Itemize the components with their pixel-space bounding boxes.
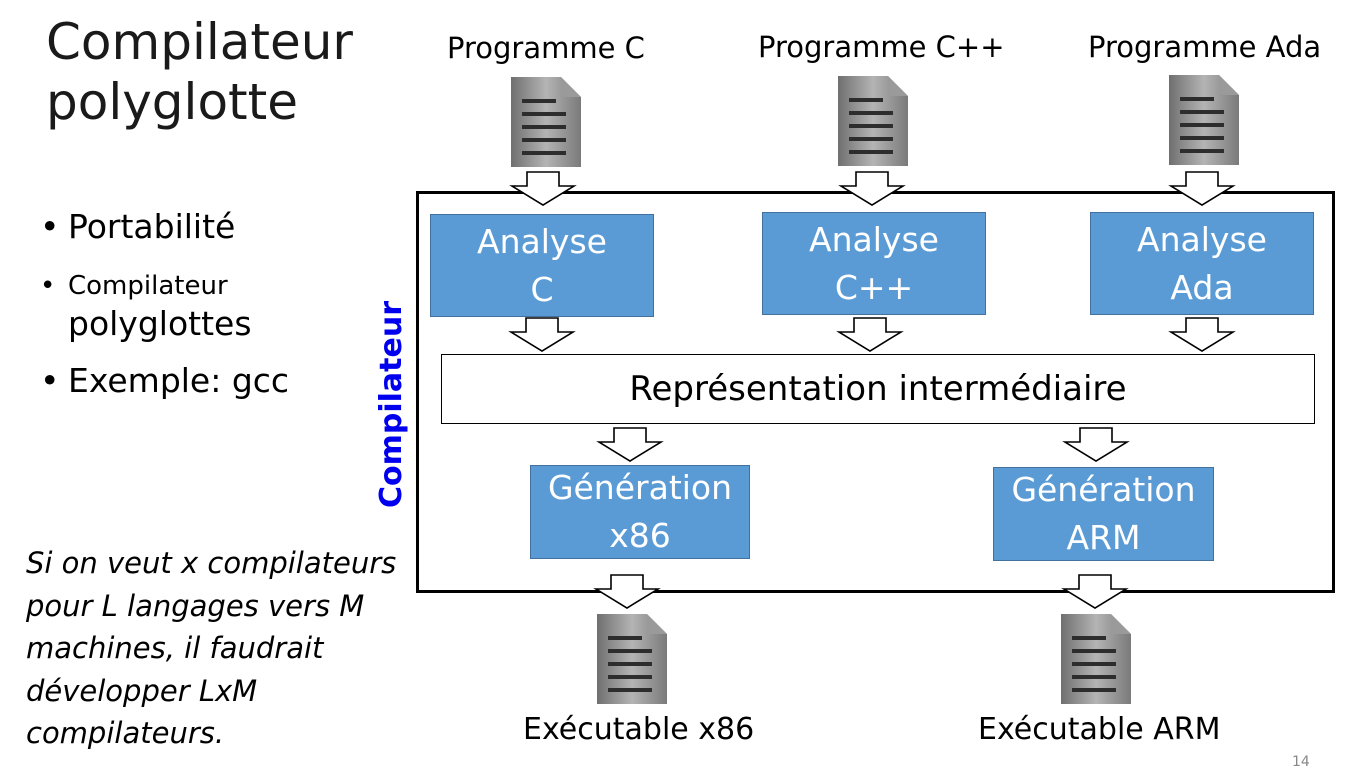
box-line: C++ <box>834 267 914 307</box>
arrow-down-icon <box>510 317 574 352</box>
arrow-down-icon <box>1170 317 1234 352</box>
arrow-down-icon <box>840 171 904 206</box>
box-line: Génération <box>547 468 733 507</box>
bullet-list: Portabilité Compilateur polyglottes Exem… <box>40 205 289 403</box>
front-end-c-box: Analyse C <box>430 214 654 317</box>
slide-title: Compilateur polyglotte <box>46 12 353 132</box>
back-end-x86-box: Génération x86 <box>530 465 750 559</box>
title-line-1: Compilateur <box>46 13 353 71</box>
back-end-arm-box: Génération ARM <box>993 467 1214 561</box>
bullet-text: Portabilité <box>68 207 236 246</box>
document-icon <box>511 77 581 167</box>
document-icon <box>597 614 667 704</box>
input-label-cpp: Programme C++ <box>758 30 1005 64</box>
output-label-x86: Exécutable x86 <box>523 712 755 747</box>
box-line: Génération <box>1011 470 1196 509</box>
document-icon <box>838 76 908 166</box>
box-line: Analyse <box>477 221 607 261</box>
page-number: 14 <box>1292 754 1310 770</box>
box-line: Analyse <box>809 219 939 259</box>
document-icon <box>1061 614 1131 704</box>
front-end-cpp-box: Analyse C++ <box>762 212 986 315</box>
box-line: Analyse <box>1137 219 1267 259</box>
title-line-2: polyglotte <box>46 73 299 131</box>
bullet-text-small: Compilateur <box>68 271 228 301</box>
front-end-ada-box: Analyse Ada <box>1090 212 1314 315</box>
box-line: C <box>530 269 554 309</box>
intermediate-representation-box: Représentation intermédiaire <box>441 354 1315 424</box>
arrow-down-icon <box>1063 574 1127 609</box>
arrow-down-icon <box>1064 427 1128 462</box>
output-label-arm: Exécutable ARM <box>978 712 1221 747</box>
arrow-down-icon <box>595 574 659 609</box>
bullet-text: Exemple: gcc <box>68 361 290 400</box>
bullet-item: Exemple: gcc <box>40 359 289 403</box>
box-line: ARM <box>1066 518 1141 557</box>
document-icon <box>1169 75 1239 165</box>
arrow-down-icon <box>511 171 575 206</box>
input-label-ada: Programme Ada <box>1088 30 1322 64</box>
note-text: Si on veut x compilateurs pour L langage… <box>26 546 397 750</box>
bullet-text-large: polyglottes <box>68 304 252 343</box>
arrow-down-icon <box>838 317 902 352</box>
input-label-c: Programme C <box>447 31 645 65</box>
arrow-down-icon <box>1170 171 1234 206</box>
box-line: x86 <box>609 516 671 555</box>
box-line: Ada <box>1170 267 1234 307</box>
arrow-down-icon <box>598 427 662 462</box>
bullet-item: Compilateur polyglottes <box>40 269 289 345</box>
bullet-item: Portabilité <box>40 205 289 249</box>
